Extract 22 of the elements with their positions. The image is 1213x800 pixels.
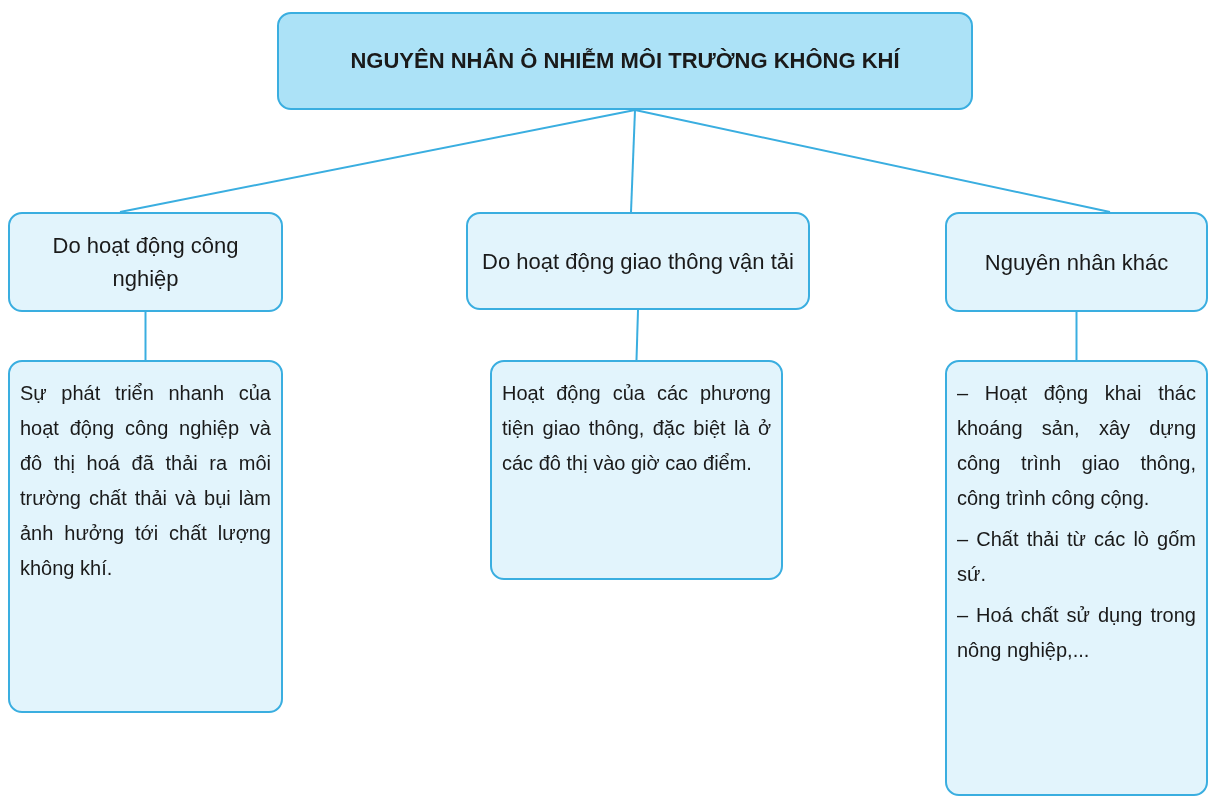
category-box [8,212,283,312]
description-text: Sự phát triển nhanh của hoạt động công nghiệp và đô thị hoá đã thải ra môi trường chất thải và bụi làm ảnh hưởng tới chất lượng không khí. [20,381,271,581]
description-text: – Hoá chất sử dụng trong nông nghiệp,... [957,603,1196,663]
connector-line [634,109,1111,213]
description-box [945,360,1208,796]
title-text: NGUYÊN NHÂN Ô NHIỄM MÔI TRƯỜNG KHÔNG KHÍ [350,48,900,74]
connector-line [144,311,147,361]
description-box [8,360,283,713]
category-label: Do hoạt động giao thông vận tải [482,247,794,276]
category-label: Nguyên nhân khác [984,248,1169,277]
title-box [277,12,973,110]
connector-line [635,309,639,361]
description-text: – Hoạt động khai thác khoáng sản, xây dựng công trình giao thông, công trình công cộng. [957,381,1196,511]
category-box [466,212,810,310]
connector-line [630,109,636,213]
description-text: – Chất thải từ các lò gốm sứ. [957,527,1196,587]
connector-line [119,109,636,213]
description-text: Hoạt động của các phương tiện giao thông, đặc biệt là ở các đô thị vào giờ cao điểm. [502,381,771,476]
category-box [945,212,1208,312]
connector-line [1075,311,1078,361]
category-label: Do hoạt động công nghiệp [51,232,240,293]
description-box [490,360,783,580]
